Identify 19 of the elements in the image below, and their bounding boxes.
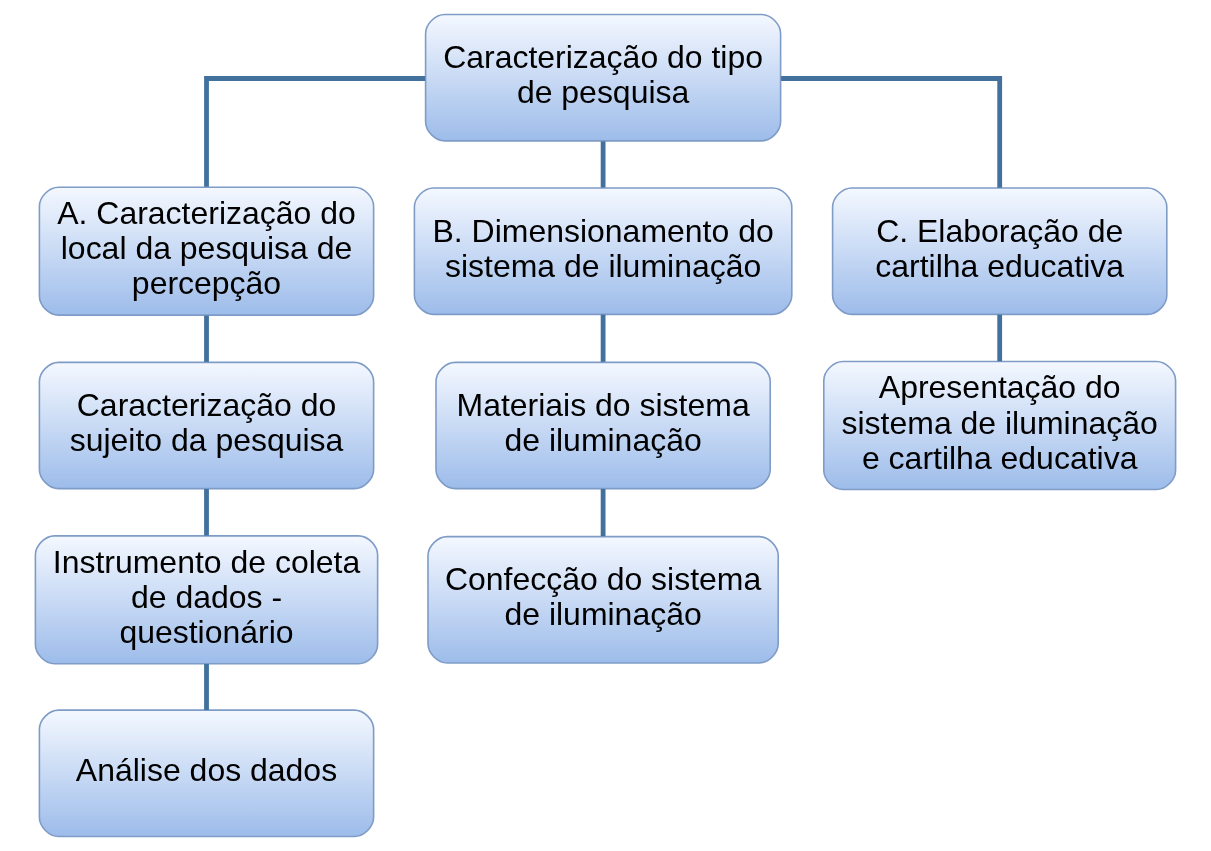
connector <box>204 315 209 362</box>
node-box: B. Dimensionamento do sistema de iluminação <box>413 187 793 316</box>
node-box: Confecção do sistema de iluminação <box>427 535 779 664</box>
connector <box>204 663 209 711</box>
node-box: Materiais do sistema de iluminação <box>435 361 771 490</box>
connector <box>204 76 426 187</box>
node-box: Análise dos dados <box>38 709 375 838</box>
connector <box>781 76 1003 188</box>
connector <box>997 314 1003 362</box>
node-box: Apresentação do sistema de iluminação e cartilha educativa <box>823 360 1177 491</box>
connector <box>600 314 606 362</box>
connector <box>600 488 606 537</box>
connector <box>600 141 606 188</box>
node-box: Instrumento de coleta de dados - questionário <box>34 535 379 665</box>
node-box: Caracterização do sujeito da pesquisa <box>38 361 375 490</box>
connector <box>204 488 209 536</box>
node-box: Caracterização do tipo de pesquisa <box>424 13 782 142</box>
node-box: C. Elaboração de cartilha educativa <box>831 187 1168 316</box>
node-box: A. Caracterização do local da pesquisa de percepção <box>38 186 375 316</box>
